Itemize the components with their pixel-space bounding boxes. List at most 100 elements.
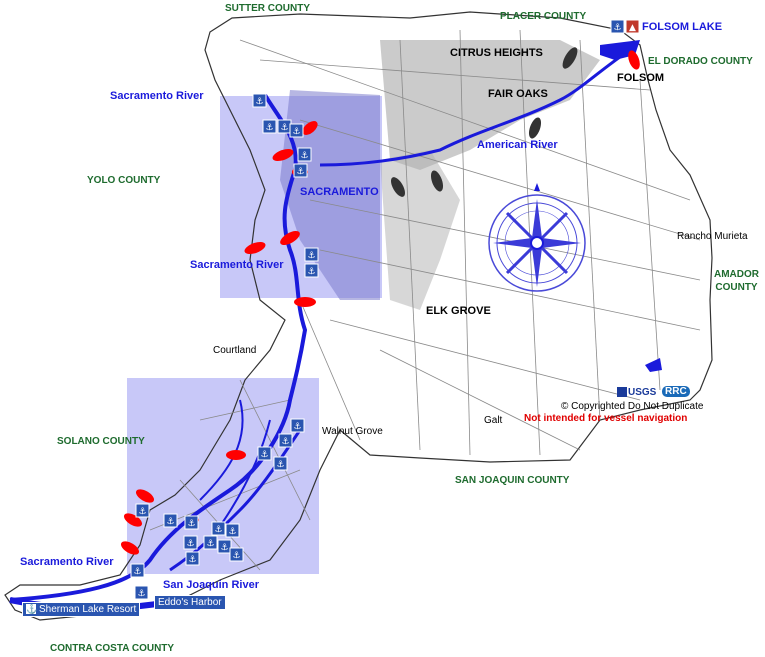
launch-ramp-icon xyxy=(294,297,316,307)
svg-text:⚓: ⚓ xyxy=(293,422,301,432)
city-label-citrus-heights: CITRUS HEIGHTS xyxy=(450,47,543,59)
marina-icon: ⚓ xyxy=(183,535,198,550)
road-network xyxy=(149,29,701,571)
sacramento-river xyxy=(9,93,308,602)
launch-ramp-icon xyxy=(226,450,246,460)
river-label-sacramento-mid: Sacramento River xyxy=(190,259,284,271)
svg-text:⚓: ⚓ xyxy=(280,123,288,133)
launch-ramp-icon xyxy=(123,513,143,527)
svg-text:⚓: ⚓ xyxy=(228,527,236,537)
svg-text:⚓: ⚓ xyxy=(220,543,228,553)
link-eddos-harbor-label: Eddo's Harbor xyxy=(158,597,222,608)
american-river xyxy=(319,48,631,167)
svg-text:⚓: ⚓ xyxy=(255,97,263,107)
marina-icon: ⚓ xyxy=(277,119,292,134)
svg-text:⚓: ⚓ xyxy=(186,539,194,549)
navigation-warning: Not intended for vessel navigation xyxy=(524,413,688,424)
launch-ramp-icon xyxy=(302,121,318,135)
svg-text:⚓: ⚓ xyxy=(265,123,273,133)
city-label-galt: Galt xyxy=(484,415,503,426)
link-sherman-lake-resort[interactable]: ⚓Sherman Lake Resort xyxy=(22,602,141,617)
compass-rose-icon xyxy=(488,183,586,292)
river-label-sacramento-north: Sacramento River xyxy=(110,90,204,102)
marina-icon: ⚓ xyxy=(225,523,240,538)
svg-text:⚓: ⚓ xyxy=(187,519,195,529)
svg-text:⚓: ⚓ xyxy=(292,127,300,137)
launch-ramp-icon xyxy=(280,231,300,245)
svg-text:⚓: ⚓ xyxy=(214,525,222,535)
san-joaquin-river xyxy=(169,429,302,572)
county-label-amador: AMADOR COUNTY xyxy=(714,268,759,294)
marina-icon: ⚓ xyxy=(184,515,199,530)
marina-icon: ⚓ xyxy=(273,456,288,471)
marina-icon: ⚓ xyxy=(262,119,277,134)
river-label-sacramento-south: Sacramento River xyxy=(20,556,114,568)
marina-icon: ⚓ xyxy=(135,503,150,518)
marina-icon: ⚓ xyxy=(297,147,312,162)
usgs-logo[interactable]: USGS xyxy=(617,387,656,398)
launch-ramp-icon xyxy=(628,50,640,70)
county-label-sutter: SUTTER COUNTY xyxy=(225,3,310,14)
launch-ramp-icon xyxy=(135,489,155,503)
launch-ramp-icon xyxy=(244,241,266,255)
county-label-yolo: YOLO COUNTY xyxy=(87,175,161,186)
county-label-amador-line1: AMADOR xyxy=(714,269,759,280)
marina-icon: ⚓ xyxy=(163,513,178,528)
marina-icon: ⚓ xyxy=(289,123,304,138)
city-label-rancho-murieta: Rancho Murieta xyxy=(677,231,748,242)
marina-icon: ⚓ xyxy=(257,446,272,461)
campground-icon: ▲ xyxy=(625,19,640,34)
marina-icon: ⚓ xyxy=(278,433,293,448)
rrc-logo[interactable]: RRC xyxy=(662,386,690,397)
city-label-folsom: FOLSOM xyxy=(617,72,665,84)
svg-text:⚓: ⚓ xyxy=(232,551,240,561)
launch-ramp-icon xyxy=(120,541,140,555)
city-label-sacramento: SACRAMENTO xyxy=(300,186,379,198)
marina-icon: ⚓ xyxy=(290,418,305,433)
marina-markers[interactable]: ⚓ ⚓ ⚓ ⚓ ⚓ ⚓ ⚓ ⚓ ⚓ ⚓ ⚓ ⚓ ⚓ ⚓ ⚓ ⚓ ⚓ ⚓ ⚓ ⚓ … xyxy=(130,19,640,600)
link-sherman-lake-resort-label: Sherman Lake Resort xyxy=(39,604,137,615)
marina-icon: ⚓ xyxy=(185,551,200,566)
svg-text:⚓: ⚓ xyxy=(307,251,315,261)
svg-text:⚓: ⚓ xyxy=(133,567,141,577)
county-label-amador-line2: COUNTY xyxy=(715,282,758,293)
lake-label-folsom[interactable]: FOLSOM LAKE xyxy=(642,21,723,33)
marina-icon: ⚓ xyxy=(304,263,319,278)
svg-text:⚓: ⚓ xyxy=(188,555,196,565)
small-lake xyxy=(645,358,662,372)
river-label-american: American River xyxy=(477,139,558,151)
svg-text:⚓: ⚓ xyxy=(166,517,174,527)
city-label-fair-oaks: FAIR OAKS xyxy=(488,88,548,100)
marina-icon: ⚓ xyxy=(610,19,625,34)
svg-text:⚓: ⚓ xyxy=(281,437,289,447)
marina-icon: ⚓ xyxy=(304,247,319,262)
rrc-logo-text: RRC xyxy=(665,386,687,397)
marina-icon: ⚓ xyxy=(217,539,232,554)
city-label-courtland: Courtland xyxy=(213,345,257,356)
county-label-solano: SOLANO COUNTY xyxy=(57,436,145,447)
svg-text:⚓: ⚓ xyxy=(613,23,621,33)
marina-icon: ⚓ xyxy=(252,93,267,108)
usgs-logo-icon xyxy=(617,387,627,398)
svg-text:▲: ▲ xyxy=(629,23,636,33)
copyright-notice: © Copyrighted Do Not Duplicate xyxy=(561,401,704,412)
launch-ramp-icon xyxy=(272,148,294,162)
svg-text:⚓: ⚓ xyxy=(296,167,304,177)
svg-text:⚓: ⚓ xyxy=(206,539,214,549)
county-label-contra-costa: CONTRA COSTA COUNTY xyxy=(50,643,175,654)
marina-icon: ⚓ xyxy=(229,547,244,562)
usgs-logo-text: USGS xyxy=(628,387,657,398)
county-label-el-dorado: EL DORADO COUNTY xyxy=(648,56,753,67)
county-label-placer: PLACER COUNTY xyxy=(500,11,587,22)
county-outline xyxy=(4,11,713,621)
city-label-walnut-grove: Walnut Grove xyxy=(322,426,383,437)
svg-text:⚓: ⚓ xyxy=(307,267,315,277)
river-label-san-joaquin: San Joaquin River xyxy=(163,579,259,591)
park-markers[interactable] xyxy=(388,45,580,199)
svg-text:⚓: ⚓ xyxy=(300,151,308,161)
link-eddos-harbor[interactable]: Eddo's Harbor xyxy=(154,595,226,610)
svg-text:⚓: ⚓ xyxy=(276,460,284,470)
marina-icon: ⚓ xyxy=(26,604,38,615)
marina-icon: ⚓ xyxy=(130,563,145,578)
